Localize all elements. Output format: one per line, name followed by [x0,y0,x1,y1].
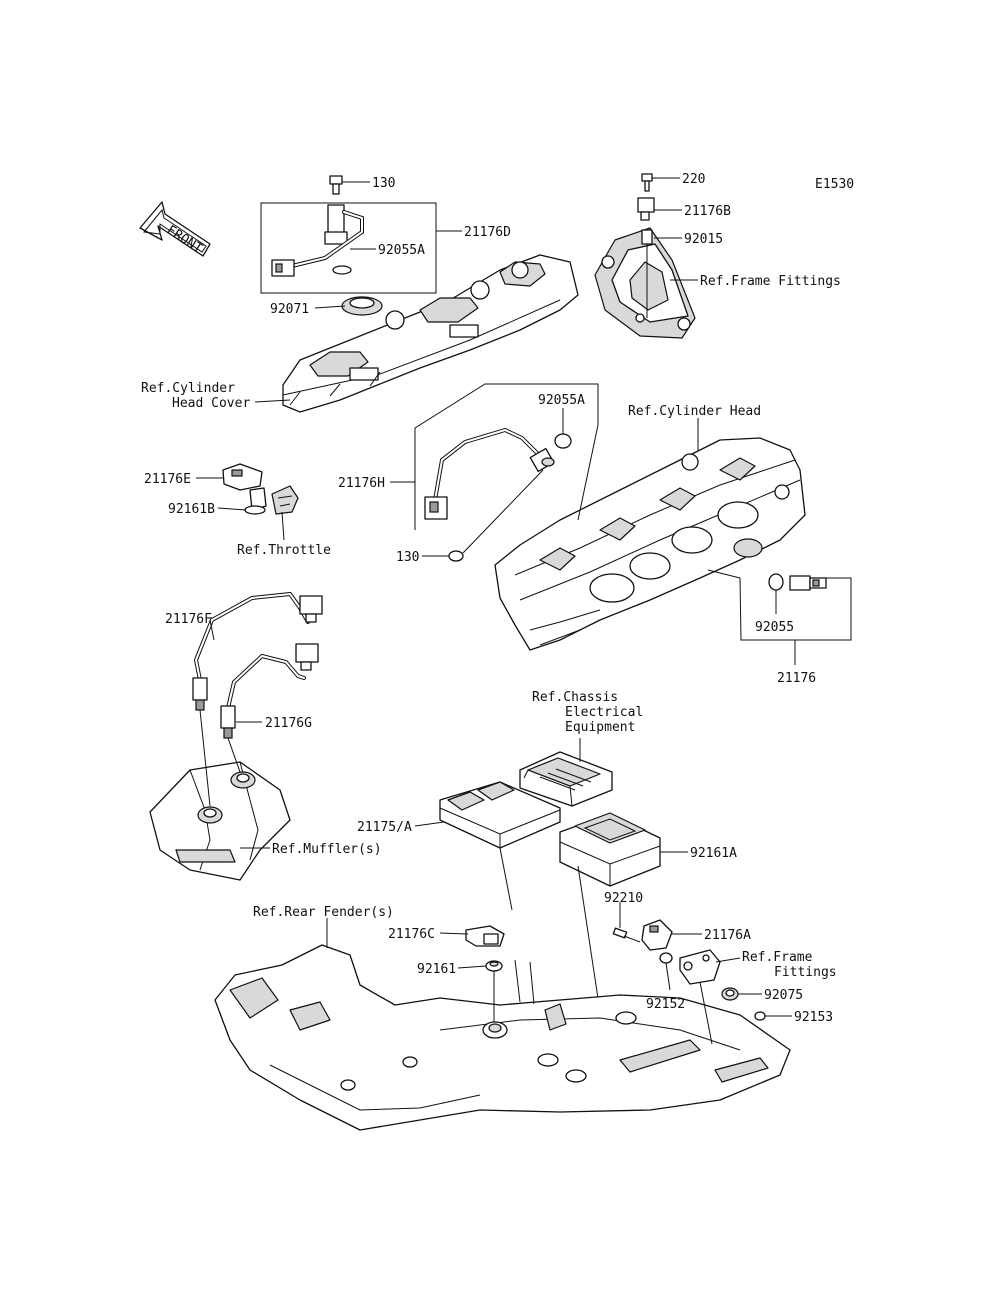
label-130-top: 130 [372,176,395,191]
label-ref-cylinder-head: Ref.Cylinder Head [628,404,761,419]
grommet-92071 [341,296,383,316]
sensor-21176 [789,575,827,591]
cylinder-head-drawing [494,437,806,651]
label-130-mid: 130 [396,550,419,565]
bolt-92210 [612,927,641,943]
collar-92152 [659,952,673,964]
throttle-sensor-drawing [249,485,299,515]
oring-92055a-mid [554,433,572,449]
ecu-bracket-92161a [559,812,661,887]
label-92015: 92015 [684,232,723,247]
oxygen-sensor-21176f [192,591,323,711]
sensor-21176d [271,204,364,277]
box-21176d [260,202,437,294]
cylinder-head-cover-drawing [282,254,579,413]
label-92161: 92161 [417,962,456,977]
label-92153: 92153 [794,1010,833,1025]
label-21176f: 21176F [165,612,212,627]
chassis-electrical-module [519,751,613,807]
label-ref-cylinder-head-cover-2: Head Cover [172,396,250,411]
label-21176g: 21176G [265,716,312,731]
label-ref-cylinder-head-cover-1: Ref.Cylinder [141,381,235,396]
label-21175a: 21175/A [357,820,412,835]
sensor-21176c [465,925,505,947]
label-92161a: 92161A [690,846,737,861]
oring-92055a-top [332,265,352,275]
label-ref-frame-fittings-top: Ref.Frame Fittings [700,274,841,289]
sensor-21176b [637,197,655,221]
label-21176e: 21176E [144,472,191,487]
label-ref-chassis-2: Electrical [565,705,643,720]
label-ref-chassis-1: Ref.Chassis [532,690,618,705]
label-21176: 21176 [777,671,816,686]
muffler-drawing [149,761,291,881]
front-arrow-icon: FRONT [139,201,211,257]
oring-92161 [485,960,503,972]
rear-fender-drawing [214,944,791,1131]
grommet-92075 [721,987,739,1001]
label-220: 220 [682,172,705,187]
frame-bracket-bottom [679,949,721,985]
sensor-21176a [641,919,673,951]
sensor-21176e [222,463,263,491]
frame-fitting-drawing [594,227,696,339]
label-21176h: 21176H [338,476,385,491]
label-ref-frame-fittings-bot-1: Ref.Frame [742,950,813,965]
diagram-code: E1530 [815,177,854,192]
collar-92015 [641,229,653,245]
sensor-21176h [424,427,555,520]
label-92152: 92152 [646,997,685,1012]
bolt-130-mid [448,550,464,562]
label-92075: 92075 [764,988,803,1003]
label-ref-chassis-3: Equipment [565,720,635,735]
label-92055a-mid: 92055A [538,393,585,408]
label-ref-throttle: Ref.Throttle [237,543,331,558]
oring-92161b [244,505,266,515]
label-92055: 92055 [755,620,794,635]
oxygen-sensor-21176g [220,643,319,739]
label-21176d: 21176D [464,225,511,240]
label-21176b: 21176B [684,204,731,219]
box-21176 [739,577,852,641]
label-21176a: 21176A [704,928,751,943]
box-21176h [414,383,599,530]
bolt-130-top [329,175,343,195]
label-21176c: 21176C [388,927,435,942]
ecu-21175a [439,781,561,849]
oring-92055 [768,573,784,591]
label-92071: 92071 [270,302,309,317]
label-ref-muffler: Ref.Muffler(s) [272,842,382,857]
label-92161b: 92161B [168,502,215,517]
bolt-220 [641,173,653,192]
label-92210: 92210 [604,891,643,906]
label-ref-frame-fittings-bot-2: Fittings [774,965,837,980]
label-ref-rear-fender: Ref.Rear Fender(s) [253,905,394,920]
collar-92153 [754,1011,766,1021]
label-92055a-top: 92055A [378,243,425,258]
